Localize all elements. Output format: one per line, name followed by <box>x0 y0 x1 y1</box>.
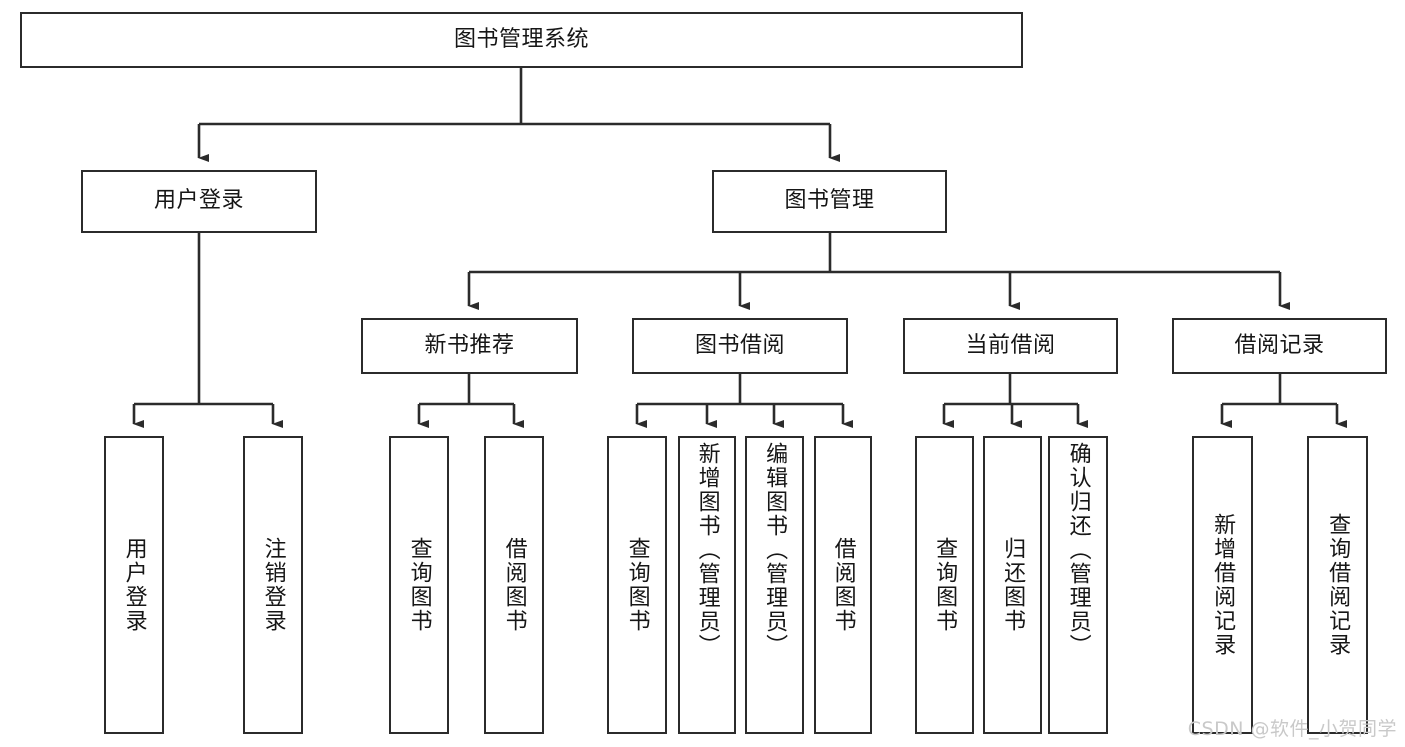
leaf-confirm-return-admin-label: 确认归还（管理员） <box>1065 442 1091 658</box>
node-new-book-recommend[interactable]: 新书推荐 <box>361 318 578 374</box>
leaf-add-book-admin-label: 新增图书（管理员） <box>694 442 720 658</box>
leaf-add-borrow-record[interactable]: 新增借阅记录 <box>1192 436 1253 734</box>
leaf-logout-label: 注销登录 <box>260 537 286 633</box>
leaf-newbook-borrow-books-label: 借阅图书 <box>501 537 527 633</box>
node-borrow-records-label: 借阅记录 <box>1234 332 1325 358</box>
leaf-current-query-books[interactable]: 查询图书 <box>915 436 974 734</box>
node-book-management[interactable]: 图书管理 <box>712 170 947 233</box>
node-current-borrow[interactable]: 当前借阅 <box>903 318 1118 374</box>
leaf-confirm-return-admin[interactable]: 确认归还（管理员） <box>1048 436 1108 734</box>
leaf-edit-book-admin-label: 编辑图书（管理员） <box>762 442 788 658</box>
node-root[interactable]: 图书管理系统 <box>20 12 1023 68</box>
leaf-newbook-borrow-books[interactable]: 借阅图书 <box>484 436 544 734</box>
leaf-query-borrow-record[interactable]: 查询借阅记录 <box>1307 436 1368 734</box>
leaf-return-books[interactable]: 归还图书 <box>983 436 1042 734</box>
node-book-borrow-label: 图书借阅 <box>694 332 785 358</box>
leaf-borrow-query-books-label: 查询图书 <box>624 537 650 633</box>
leaf-add-borrow-record-label: 新增借阅记录 <box>1210 513 1236 657</box>
node-user-login-label: 用户登录 <box>153 188 244 214</box>
leaf-add-book-admin[interactable]: 新增图书（管理员） <box>678 436 736 734</box>
leaf-current-query-books-label: 查询图书 <box>932 537 958 633</box>
leaf-query-borrow-record-label: 查询借阅记录 <box>1325 513 1351 657</box>
leaf-logout[interactable]: 注销登录 <box>243 436 303 734</box>
node-current-borrow-label: 当前借阅 <box>965 332 1056 358</box>
leaf-borrow-query-books[interactable]: 查询图书 <box>607 436 667 734</box>
node-borrow-records[interactable]: 借阅记录 <box>1172 318 1387 374</box>
leaf-newbook-query-books-label: 查询图书 <box>406 537 432 633</box>
leaf-user-login[interactable]: 用户登录 <box>104 436 164 734</box>
leaf-borrow-books-label: 借阅图书 <box>830 537 856 633</box>
leaf-newbook-query-books[interactable]: 查询图书 <box>389 436 449 734</box>
node-root-label: 图书管理系统 <box>453 26 589 52</box>
leaf-edit-book-admin[interactable]: 编辑图书（管理员） <box>745 436 804 734</box>
node-book-management-label: 图书管理 <box>784 188 875 214</box>
leaf-user-login-label: 用户登录 <box>121 537 147 633</box>
node-new-book-recommend-label: 新书推荐 <box>424 332 515 358</box>
leaf-borrow-books[interactable]: 借阅图书 <box>814 436 872 734</box>
node-book-borrow[interactable]: 图书借阅 <box>632 318 848 374</box>
node-user-login[interactable]: 用户登录 <box>81 170 317 233</box>
leaf-return-books-label: 归还图书 <box>1000 537 1026 633</box>
